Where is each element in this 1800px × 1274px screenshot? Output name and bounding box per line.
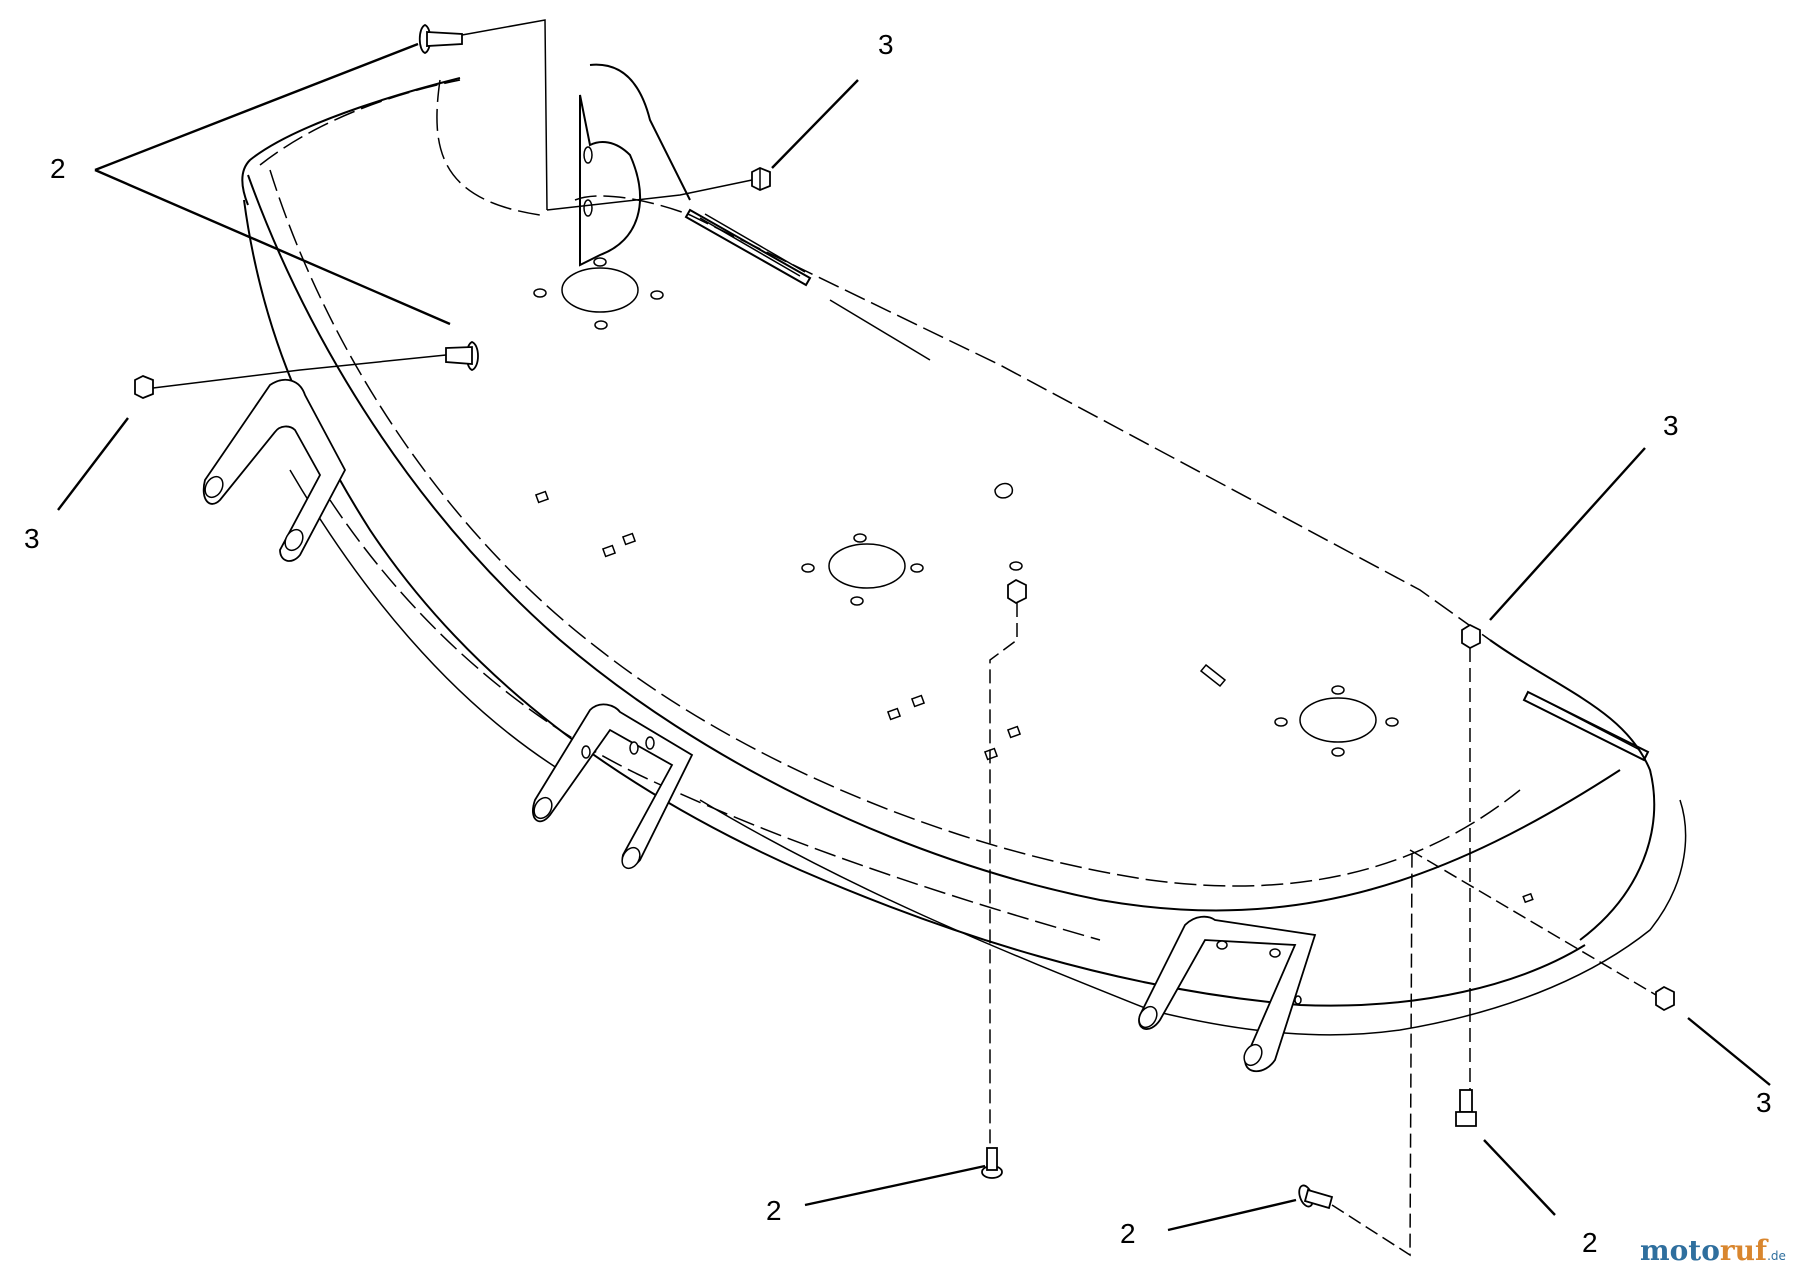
flange-nut-right-top bbox=[1461, 623, 1481, 650]
carriage-bolt-top bbox=[418, 24, 463, 54]
carriage-bolt-bottom-left bbox=[981, 1147, 1003, 1179]
deck-rail-left bbox=[684, 208, 931, 361]
callout-2-upper-left: 2 bbox=[50, 153, 66, 184]
callout-leaders bbox=[57, 42, 1771, 1232]
watermark-text-a: moto bbox=[1640, 1234, 1720, 1267]
callout-2-bottom-left: 2 bbox=[766, 1195, 782, 1226]
watermark-suffix: .de bbox=[1767, 1249, 1786, 1263]
callout-3-right-bottom: 3 bbox=[1756, 1087, 1772, 1118]
motoruf-watermark-logo: motoruf.de bbox=[1640, 1234, 1786, 1267]
flange-nut-center bbox=[1007, 578, 1027, 605]
deck-rail-right bbox=[1522, 690, 1650, 762]
deck-top-lip bbox=[241, 77, 1656, 941]
callout-labels: 2 3 3 3 3 2 2 2 bbox=[24, 29, 1772, 1258]
callout-3-right-top: 3 bbox=[1663, 410, 1679, 441]
deck-skirt-hidden-line bbox=[329, 499, 1101, 941]
hitch-bracket-left bbox=[202, 378, 347, 562]
callout-2-bottom-center: 2 bbox=[1120, 1218, 1136, 1249]
callout-2-bottom-right: 2 bbox=[1582, 1227, 1598, 1258]
mower-deck-shell bbox=[241, 77, 1687, 1036]
deck-slots bbox=[534, 482, 1534, 904]
flange-nut-top bbox=[751, 167, 771, 191]
flange-nut-right bbox=[1655, 985, 1675, 1012]
deck-front-skirt-top bbox=[247, 174, 1621, 912]
spindle-mount-right bbox=[1274, 685, 1399, 757]
carriage-bolt-mid bbox=[445, 341, 479, 371]
spindle-mount-left bbox=[533, 257, 664, 330]
watermark-text-b: ruf bbox=[1720, 1234, 1769, 1267]
svg-text:motoruf.de: motoruf.de bbox=[1640, 1234, 1786, 1267]
deck-inner-outline bbox=[269, 169, 1521, 887]
hitch-bracket-right bbox=[1138, 915, 1317, 1073]
spindle-mount-center bbox=[801, 533, 924, 606]
callout-3-top: 3 bbox=[878, 29, 894, 60]
hex-bolt-bottom-right bbox=[1455, 1089, 1477, 1127]
callout-3-left: 3 bbox=[24, 523, 40, 554]
carriage-bolt-bottom-mid bbox=[1298, 1184, 1334, 1210]
rear-baffle bbox=[579, 63, 691, 267]
assembly-lines bbox=[152, 19, 1657, 1257]
hitch-bracket-center bbox=[532, 703, 694, 870]
flange-nut-left bbox=[134, 375, 154, 399]
